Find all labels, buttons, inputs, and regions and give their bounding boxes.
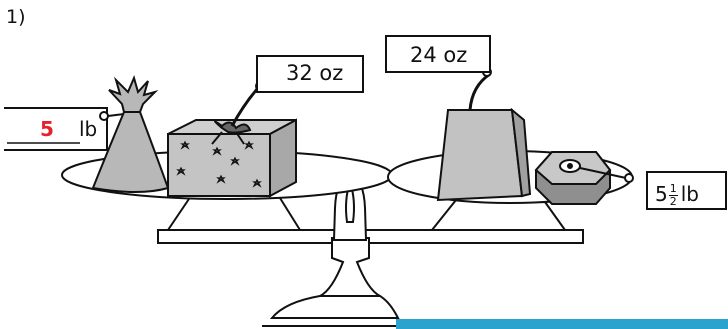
shopping-bag-icon bbox=[436, 67, 532, 202]
gift-weight-label: 32 oz bbox=[286, 61, 344, 85]
gift-tag-box bbox=[256, 55, 364, 93]
weight-value-tag bbox=[646, 171, 727, 210]
sack-icon bbox=[91, 75, 170, 193]
accent-bar bbox=[396, 319, 728, 329]
weight-unit: lb bbox=[680, 182, 699, 206]
question-number: 1) bbox=[6, 6, 26, 28]
fraction-denominator: 2 bbox=[669, 195, 677, 208]
fraction-numerator: 1 bbox=[668, 182, 678, 196]
answer-value[interactable]: 5 bbox=[40, 117, 54, 141]
bag-weight-label: 24 oz bbox=[410, 43, 468, 67]
whole-number: 5 bbox=[655, 182, 668, 206]
gift-box-icon bbox=[167, 81, 297, 198]
hexagon-weight-icon bbox=[534, 151, 634, 205]
weight-tag-box bbox=[4, 107, 125, 151]
bag-tag-box bbox=[385, 35, 491, 73]
bag-unit-label: lb bbox=[79, 117, 98, 141]
